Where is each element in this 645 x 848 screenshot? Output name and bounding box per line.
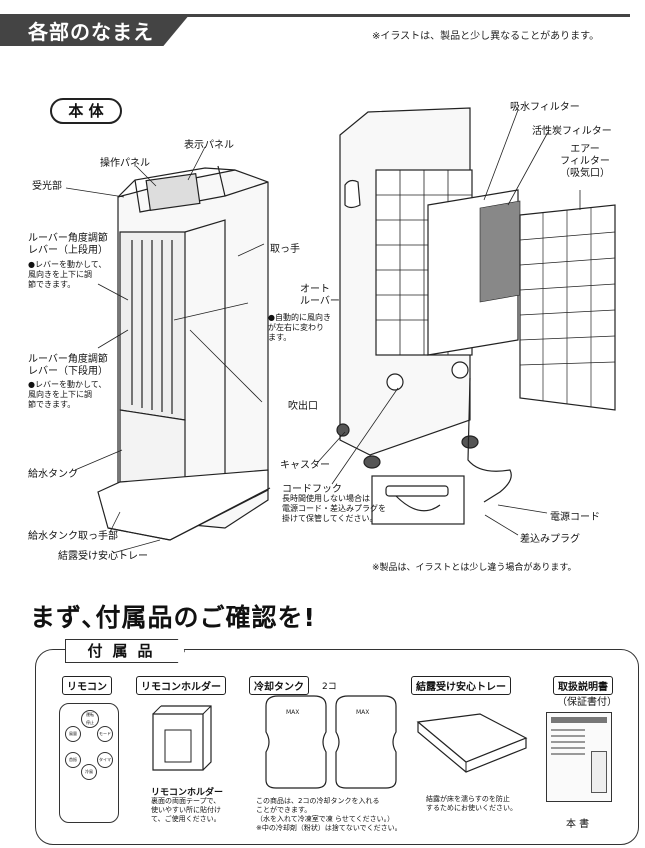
label-caster: キャスター — [280, 460, 330, 471]
remote-btn-power: 運転 停止 — [81, 710, 99, 728]
body-note: ※製品は、イラストとは少し違う場合があります。 — [372, 563, 577, 573]
tank-max-text-1: MAX — [286, 709, 299, 716]
tank-max-text-2: MAX — [356, 709, 369, 716]
remote-btn-cool: 冷風 — [81, 764, 97, 780]
label-water-filter: 吸水フィルター — [510, 102, 580, 113]
label-air-filter: エアー フィルター （吸気口） — [560, 144, 610, 179]
tray-image — [416, 713, 528, 773]
label-receiver: 受光部 — [32, 181, 62, 192]
main-body-badge: 本 体 — [50, 98, 122, 124]
cool-tank-desc: この商品は、2コの冷却タンクを入れる ことができます。 （水を入れて冷凍室で凍 … — [256, 797, 402, 832]
manual-caption: 本 書 — [566, 819, 590, 830]
cool-tank-count: 2コ — [322, 682, 337, 692]
label-drip-tray: 結露受け安心トレー — [58, 551, 148, 562]
accessories-heading: まず､付属品のご確認を! — [30, 603, 316, 632]
note-louver-lower: ●レバーを動かして、 風向きを上下に調 節できます。 — [28, 380, 107, 409]
label-plug: 差込みプラグ — [520, 534, 580, 545]
note-louver-upper: ●レバーを動かして、 風向きを上下に調 節できます。 — [28, 260, 107, 289]
product-illustration — [65, 107, 616, 554]
accessories-tab: 付属品 — [65, 639, 185, 663]
remote-image: 運転 停止 風量 モード 首振 タイマ 冷風 — [59, 703, 119, 823]
acc-label-remote: リモコン — [62, 676, 112, 695]
label-display-panel: 表示パネル — [184, 140, 234, 151]
acc-label-holder: リモコンホルダー — [136, 676, 226, 695]
label-louver-upper: ルーバー角度調節 レバー（上段用） — [28, 233, 108, 256]
note-auto-louver: ●自動的に風向き が左右に変わり ます。 — [268, 313, 331, 342]
manual-sub: （保証書付） — [557, 697, 617, 708]
cool-tank-image: MAX MAX — [265, 695, 397, 789]
remote-btn-fan: 風量 — [65, 726, 81, 742]
label-carbon-filter: 活性炭フィルター — [532, 126, 612, 137]
label-louver-lower: ルーバー角度調節 レバー（下段用） — [28, 354, 108, 377]
tray-desc: 結露が床を濡らすのを防止 するためにお使いください。 — [426, 795, 517, 812]
filters — [427, 189, 616, 411]
cord-inset — [371, 377, 512, 525]
section-title: 各部のなまえ — [28, 20, 154, 44]
front-unit-outline — [97, 165, 271, 541]
leader-lines — [65, 109, 581, 554]
holder-desc: 裏面の両面テープで、 使いやすい所に貼付け て、ご使用ください。 — [151, 797, 221, 823]
remote-btn-mode: モード — [97, 726, 113, 742]
label-power-cord: 電源コード — [550, 512, 600, 523]
label-water-tank: 給水タンク — [28, 469, 78, 480]
holder-subtitle: リモコンホルダー — [151, 788, 224, 798]
header-tab — [0, 14, 190, 46]
label-handle: 取っ手 — [270, 244, 300, 255]
label-cord-hook: コードフック — [282, 484, 342, 495]
manual-image — [546, 712, 612, 802]
label-tank-handle: 給水タンク取っ手部 — [28, 531, 118, 542]
remote-holder-image — [152, 705, 212, 771]
accessories-box — [35, 649, 639, 845]
acc-label-tray: 結露受け安心トレー — [411, 676, 511, 695]
label-control-panel: 操作パネル — [100, 158, 150, 169]
acc-label-manual: 取扱説明書 — [553, 676, 613, 695]
label-outlet: 吹出口 — [288, 401, 318, 412]
remote-btn-swing: 首振 — [65, 752, 81, 768]
header-note: ※イラストは、製品と少し異なることがあります。 — [372, 31, 600, 42]
acc-label-cool-tank: 冷却タンク — [249, 676, 309, 695]
remote-btn-timer: タイマ — [97, 752, 113, 768]
note-cord-hook: 長時間使用しない場合は 電源コード・差込みプラグを 掛けて保管してください。 — [282, 494, 386, 523]
header-rule — [150, 14, 630, 17]
label-auto-louver: オート ルーバー — [300, 284, 340, 307]
